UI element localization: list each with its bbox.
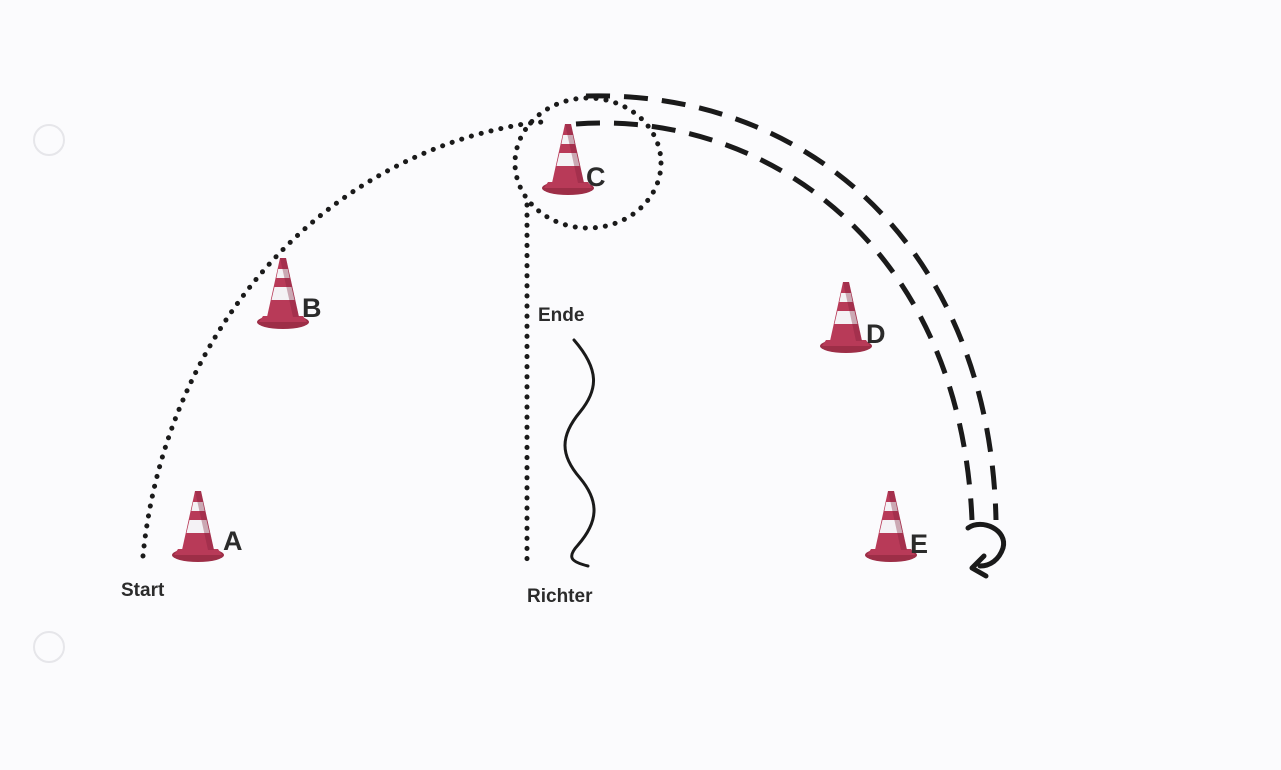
- cone-label-a: A: [223, 526, 243, 556]
- dotted-arc-path: [140, 119, 548, 559]
- traffic-cone-icon: [172, 491, 224, 562]
- ende-label: Ende: [538, 305, 584, 326]
- cone-label-d: D: [866, 319, 886, 349]
- richter-label: Richter: [527, 586, 593, 607]
- traffic-cone-icon: [820, 282, 872, 353]
- cone-label-b: B: [302, 293, 322, 323]
- u-turn-arrow-icon: [965, 521, 1007, 579]
- binder-hole-top: [33, 124, 65, 156]
- binder-hole-bottom: [33, 631, 65, 663]
- start-label: Start: [121, 580, 165, 601]
- dashed-arc-inner: [575, 120, 975, 521]
- dashed-arc-outer: [585, 93, 999, 521]
- wavy-line: [563, 338, 596, 568]
- cone-label-e: E: [910, 529, 928, 559]
- cone-label-c: C: [586, 162, 606, 192]
